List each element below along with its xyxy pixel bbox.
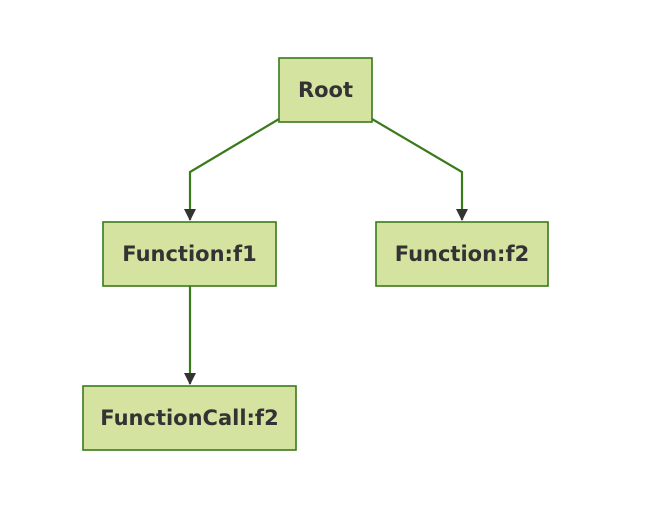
node-function-f1-label: Function:f1 [122, 242, 256, 266]
node-functioncall-f2[interactable]: FunctionCall:f2 [82, 385, 297, 451]
node-function-f1[interactable]: Function:f1 [102, 221, 277, 287]
node-function-f2[interactable]: Function:f2 [375, 221, 549, 287]
node-root-label: Root [298, 78, 353, 102]
edge-root-to-function-f1 [184, 118, 280, 221]
node-functioncall-f2-label: FunctionCall:f2 [100, 406, 278, 430]
edge-root-to-function-f2 [371, 118, 468, 221]
node-function-f2-label: Function:f2 [395, 242, 529, 266]
node-root[interactable]: Root [278, 57, 373, 123]
